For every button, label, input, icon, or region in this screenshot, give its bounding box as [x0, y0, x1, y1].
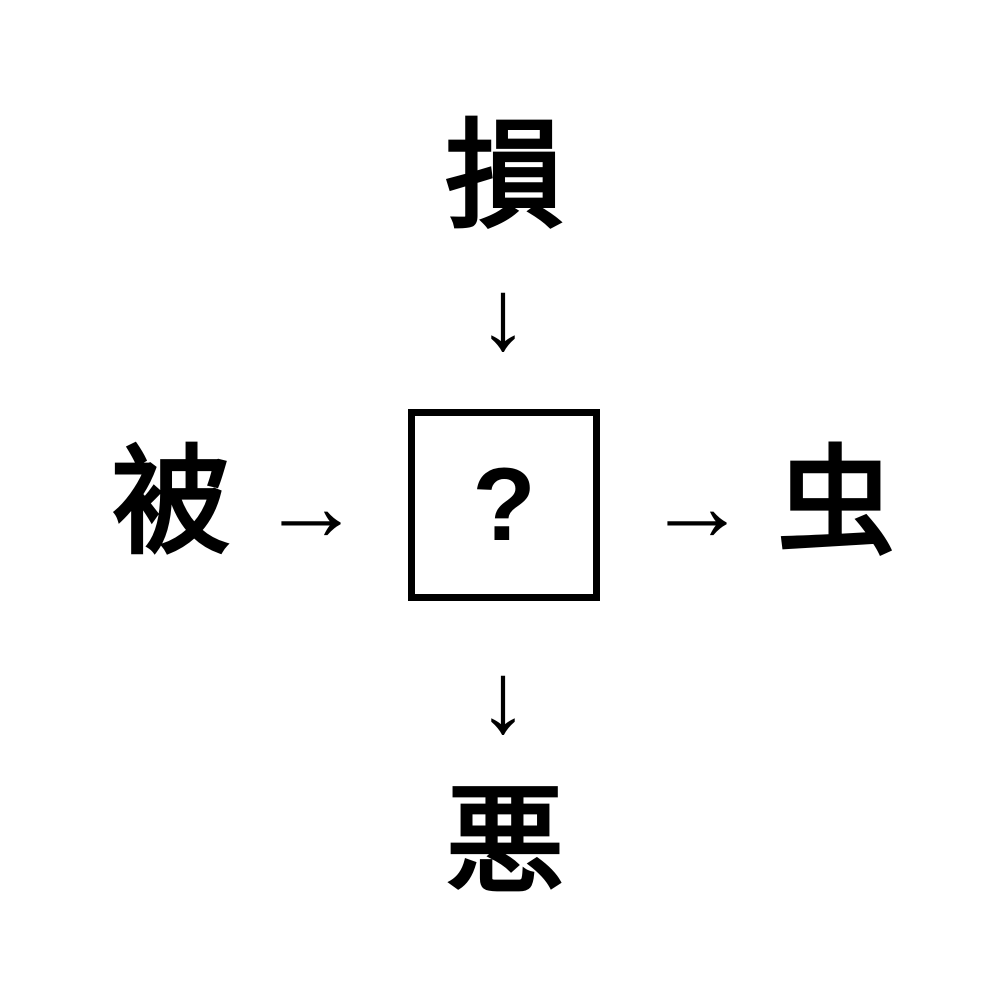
arrow-down-icon-top: ↓ [478, 259, 528, 371]
arrow-right-icon-right: → [647, 450, 747, 562]
kanji-right: 虫 [776, 437, 895, 569]
kanji-left: 被 [111, 437, 230, 569]
kanji-top: 損 [444, 111, 563, 243]
answer-box: ? [408, 409, 600, 601]
arrow-down-icon-bottom: ↓ [478, 642, 528, 754]
answer-placeholder: ? [472, 447, 536, 563]
kanji-bottom: 悪 [445, 776, 564, 908]
arrow-right-icon-left: → [261, 450, 361, 562]
